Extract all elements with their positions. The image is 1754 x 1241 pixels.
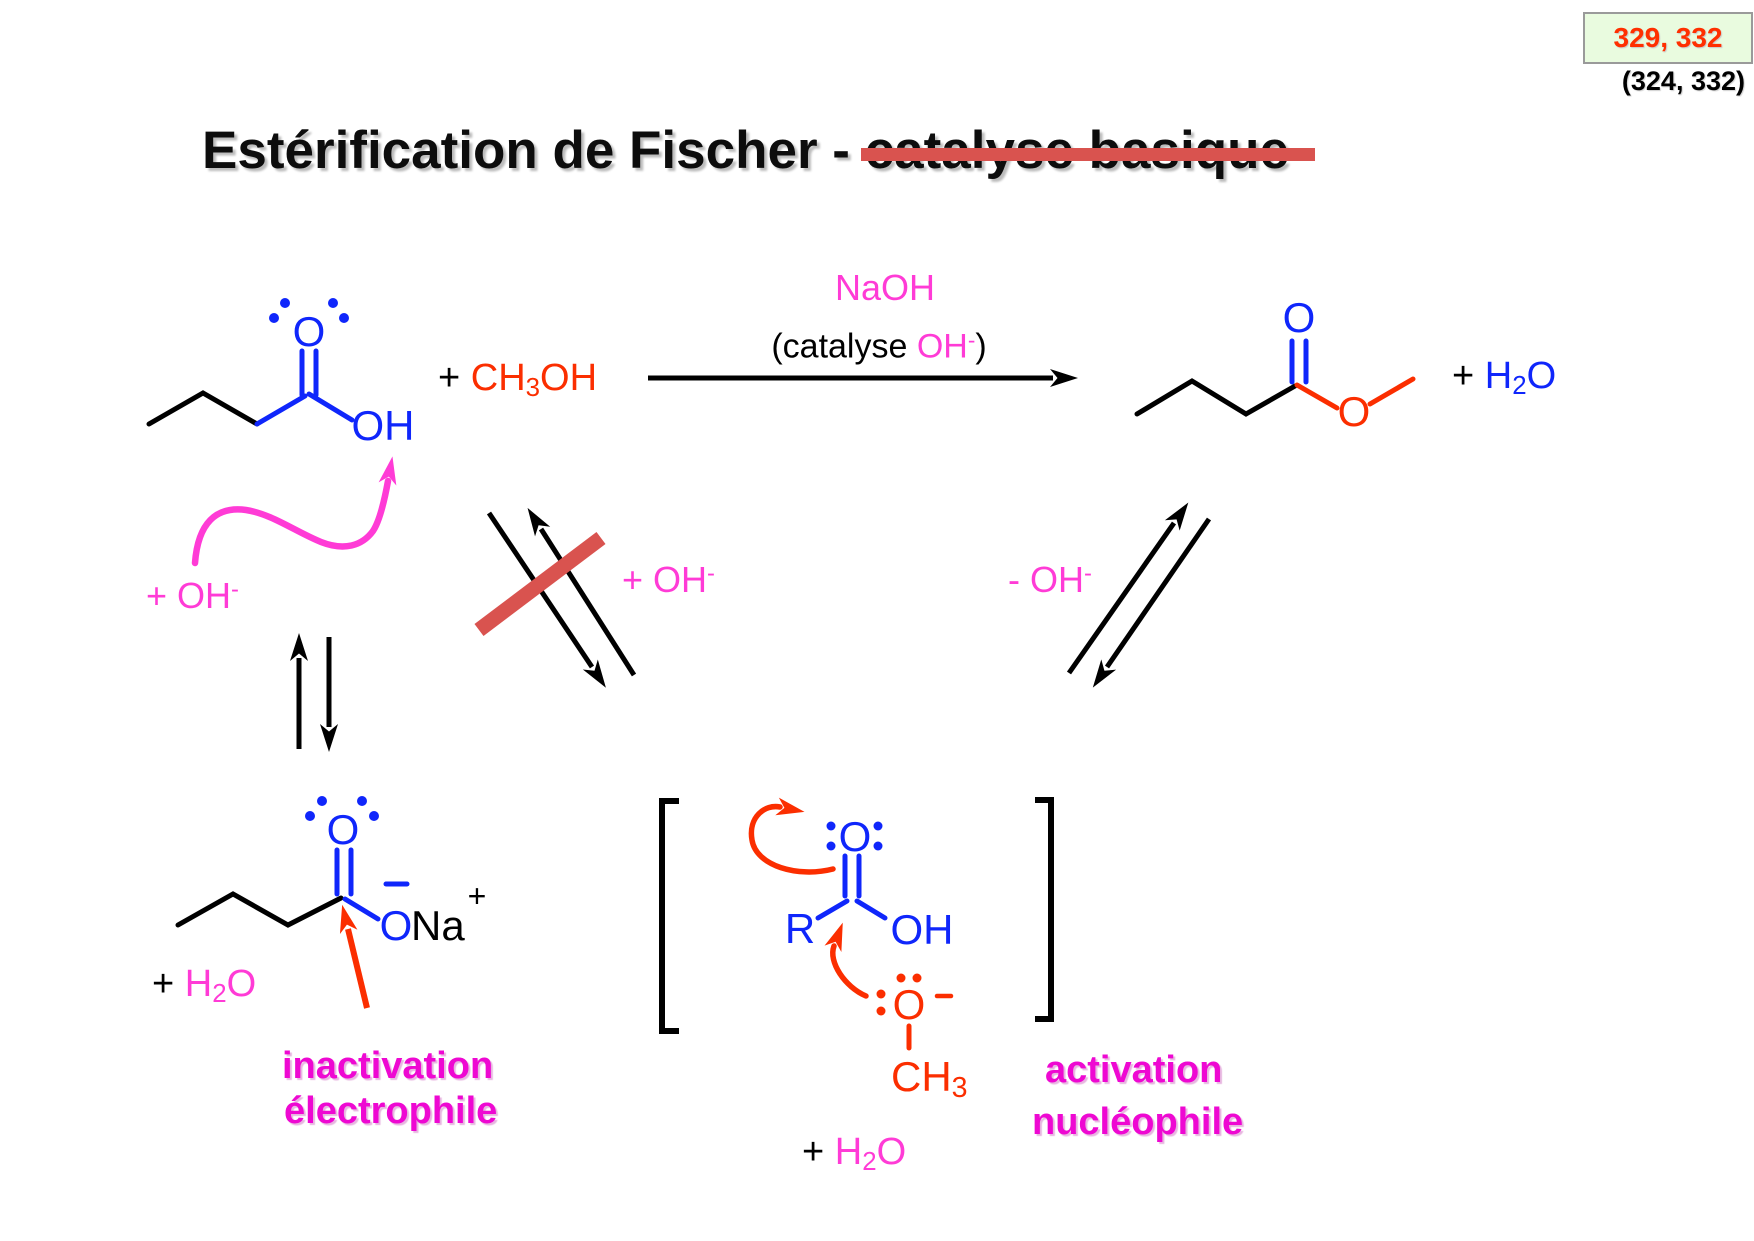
lone-pair-dots (305, 796, 379, 821)
equilibrium-arrows-left (290, 633, 338, 752)
plus-water-top: + H2O (1452, 355, 1557, 400)
title-struck: catalyse basique (860, 121, 1315, 180)
intermediate-structure (815, 821, 954, 1051)
blocked-equilibrium-red-bar (474, 532, 606, 636)
electron-push-arrow-top (748, 797, 836, 875)
plus-water-left: + H2O (152, 963, 257, 1008)
page-number-alt: (324, 332) (1621, 66, 1745, 96)
equilibrium-arrows-middle (486, 507, 637, 688)
plus-water-bottom: + H2O (802, 1131, 907, 1176)
page-number-badge: 329, 332 (1583, 12, 1753, 64)
catalysis-label: (catalyse OH-) (771, 327, 987, 366)
methanol-formula: CH3OH (470, 357, 598, 402)
water-formula: H2O (184, 963, 257, 1008)
inactivation-label-line2: électrophile (284, 1090, 498, 1132)
inactivation-label-line1: inactivation (282, 1045, 494, 1087)
minus-oh-right: - OH- (1008, 559, 1092, 600)
acid-structure (146, 298, 355, 427)
bracket-left (659, 798, 679, 1034)
water-formula: H2O (1484, 355, 1557, 400)
lone-pair-dots (269, 298, 349, 323)
methoxide-lone-pair-dots (876, 973, 922, 1016)
carboxylate-structure (175, 796, 410, 928)
sodium-charge: + (467, 878, 487, 914)
carboxylate-carbonyl-o: O (326, 806, 360, 853)
naoh-label: NaOH (834, 267, 936, 309)
intermediate-carbonyl-o: O (838, 813, 872, 860)
methoxide-o: O (892, 981, 926, 1028)
electron-push-arrow-bottom (824, 922, 869, 999)
strikethrough-bar (860, 148, 1315, 161)
ester-structure (1134, 338, 1416, 417)
acid-carbonyl-o: O (292, 308, 326, 355)
plus-methanol: + CH3OH (438, 357, 598, 402)
curved-arrow-oh-attack (191, 456, 397, 567)
methyl-group: CH3 (891, 1053, 968, 1105)
intermediate-r: R (784, 905, 816, 952)
water-formula: H2O (834, 1131, 907, 1176)
intermediate-oh: OH (890, 906, 954, 953)
electrophile-arrow (339, 904, 370, 1009)
title-prefix: Estérification de Fischer - (202, 121, 865, 180)
equilibrium-arrows-right (1066, 502, 1212, 688)
ester-carbonyl-o: O (1282, 294, 1316, 341)
acid-hydroxyl: OH (351, 402, 415, 449)
sodium-label: Na (411, 902, 465, 949)
plus-oh-middle: + OH- (622, 559, 715, 600)
plus-oh-left: + OH- (146, 575, 239, 616)
page-number: 329, 332 (1613, 22, 1723, 53)
lone-pair-dots (826, 821, 883, 851)
bracket-right (1035, 797, 1054, 1022)
activation-label-line1: activation (1045, 1049, 1223, 1091)
activation-label-line2: nucléophile (1032, 1101, 1244, 1143)
page-title: Estérification de Fischer - catalyse bas… (202, 121, 1315, 180)
ester-o: O (1337, 388, 1371, 435)
carboxylate-o-minus: O (379, 902, 413, 949)
